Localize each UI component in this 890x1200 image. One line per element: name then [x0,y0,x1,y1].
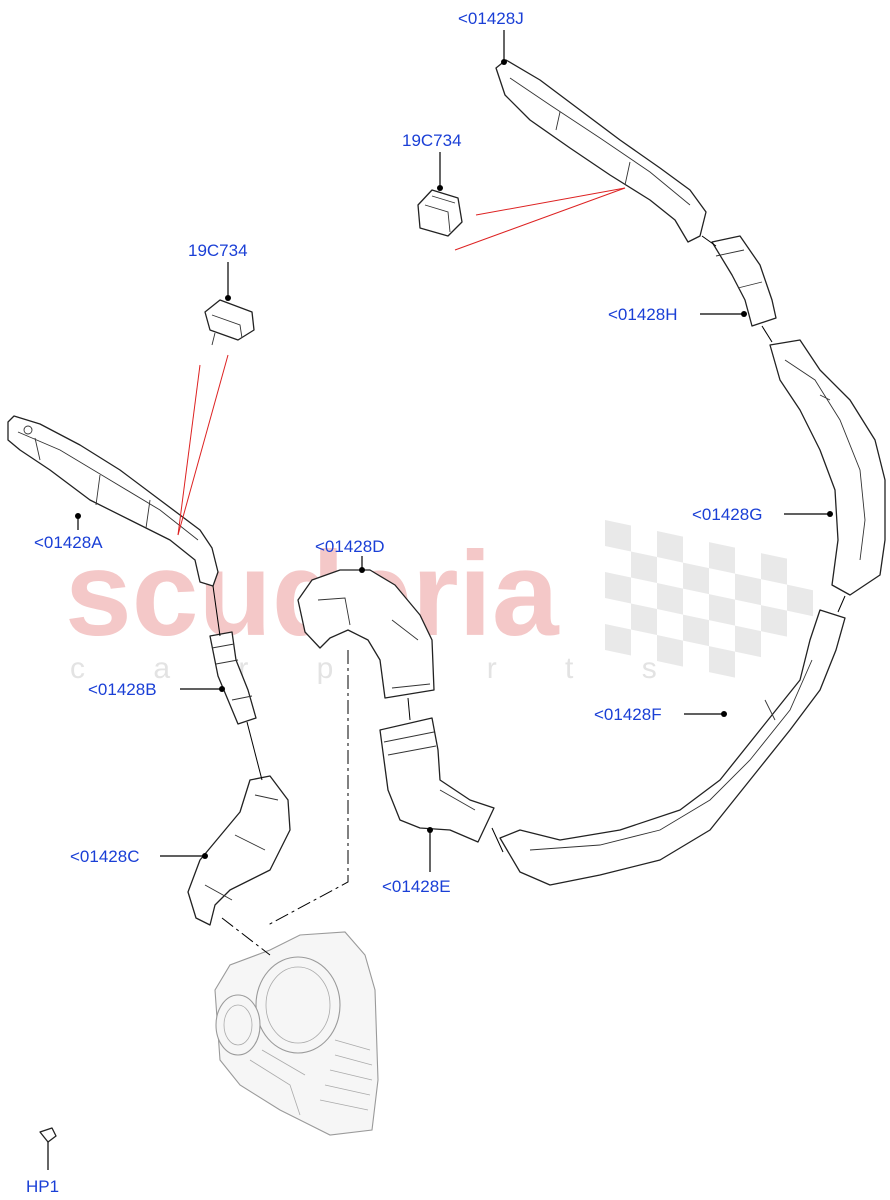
label-01428e[interactable]: <01428E [382,877,451,896]
routing-lines [221,650,349,956]
hvac-unit-ghost [214,931,379,1136]
watermark: scuderia c a r p a r t s [65,520,813,685]
hp1-clip [39,1127,57,1170]
sensor-19c734-top [417,189,463,237]
duct-01428d [297,569,435,699]
label-01428d[interactable]: <01428D [315,537,384,556]
label-01428a[interactable]: <01428A [34,533,103,552]
label-01428g[interactable]: <01428G [692,505,762,524]
label-19c734-left[interactable]: 19C734 [188,241,248,260]
duct-01428f [491,609,846,886]
duct-01428e [379,697,495,843]
label-hp1[interactable]: HP1 [26,1177,59,1196]
duct-01428h [711,235,777,343]
checkered-flag-icon [605,520,813,678]
sensor-association-lines [177,187,626,536]
callout-labels: <01428J 19C734 19C734 <01428H <01428A <0… [26,9,762,1196]
watermark-tagline: c a r p a r t s [70,652,687,685]
label-01428h[interactable]: <01428H [608,305,677,324]
label-19c734-top[interactable]: 19C734 [402,131,462,150]
duct-01428b [209,631,257,725]
duct-01428g [769,339,886,613]
label-01428j[interactable]: <01428J [458,9,524,28]
leader-lines [75,30,833,872]
duct-01428c [187,775,291,926]
joint-lines-left [212,585,263,781]
sensor-19c734-left [204,299,255,346]
label-01428c[interactable]: <01428C [70,847,139,866]
label-01428f[interactable]: <01428F [594,705,662,724]
duct-01428j [495,59,717,247]
label-01428b[interactable]: <01428B [88,680,157,699]
